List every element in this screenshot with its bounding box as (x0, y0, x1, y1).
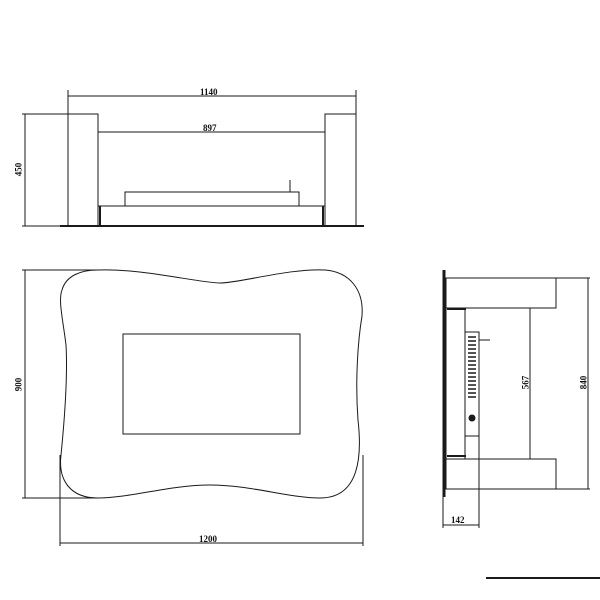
dim-top-height: 450 (13, 162, 24, 177)
dim-frame-height: 900 (13, 377, 24, 392)
top-view (22, 90, 364, 227)
side-view (442, 270, 600, 579)
dim-overall-width: 1140 (200, 87, 218, 97)
frame-view (22, 269, 364, 546)
dim-side-inner-height: 567 (520, 375, 531, 390)
dim-side-depth: 142 (451, 515, 465, 525)
dim-frame-width: 1200 (199, 534, 217, 544)
dim-side-overall-height: 840 (578, 375, 589, 390)
dim-inner-width: 897 (203, 123, 217, 133)
